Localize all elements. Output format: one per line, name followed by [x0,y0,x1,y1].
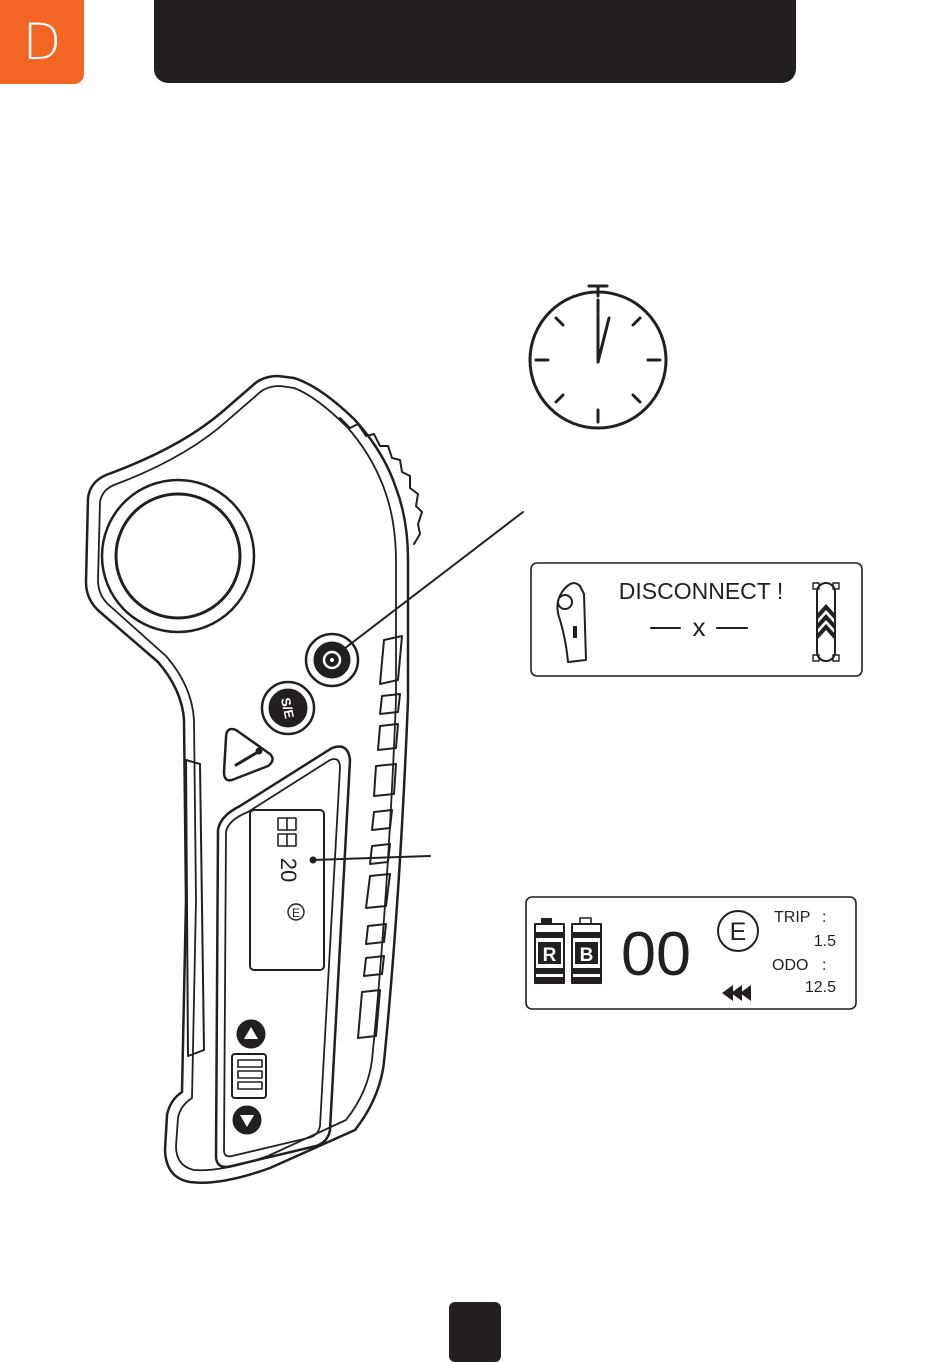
remote-controller [86,376,523,1183]
odo-label: ODO [772,957,808,974]
odo-value: 12.5 [805,979,836,996]
board-battery-label: B [580,945,594,966]
stopwatch-icon [530,286,666,428]
status-mode: E [730,918,747,946]
trip-value: 1.5 [814,933,836,950]
disconnect-title: DISCONNECT ! [619,578,783,604]
remote-battery-label: R [543,945,557,966]
trip-label: TRIP [774,909,810,926]
remote-icon [557,583,586,662]
screen-mode: E [292,906,300,920]
triple-chevron-left-icon [722,985,751,1001]
skateboard-icon [813,583,839,661]
screen-speed: 20 [276,858,301,882]
page-number-tab [449,1302,501,1362]
disconnect-mark: x [693,612,706,642]
status-speed: 00 [621,920,691,989]
trip-colon: : [822,909,826,926]
odo-colon: : [822,957,826,974]
